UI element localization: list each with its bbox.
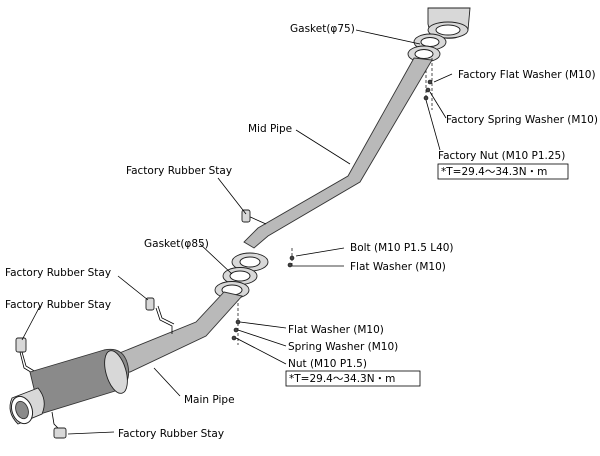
torque-box-lower [285, 370, 421, 387]
label-main-pipe: Main Pipe [184, 394, 235, 406]
middle-flange [231, 252, 269, 272]
flat-washer-upper-icon [427, 79, 433, 85]
upper-flange [427, 7, 471, 39]
bottom-rubber-stay [51, 411, 67, 439]
mid-rubber-stay [241, 209, 267, 225]
muffler [9, 348, 130, 425]
label-factory-spring-washer: Factory Spring Washer (M10) [446, 114, 598, 126]
far-left-rubber-stay [15, 337, 37, 375]
nut-lower-icon [231, 335, 237, 341]
left-rubber-stay-rod [145, 297, 175, 334]
label-spring-washer-lower: Spring Washer (M10) [288, 341, 398, 353]
main-pipe [107, 291, 243, 375]
label-factory-rubber-stay-left1: Factory Rubber Stay [5, 267, 111, 279]
label-flat-washer-upper: Flat Washer (M10) [350, 261, 446, 273]
flat-washer-lower-icon [235, 319, 241, 325]
flat-washer-mid-icon [287, 262, 293, 268]
label-bolt: Bolt (M10 P1.5 L40) [350, 242, 454, 254]
label-nut-lower: Nut (M10 P1.5) [288, 358, 367, 370]
mid-pipe [243, 57, 433, 249]
label-gasket-85: Gasket(φ85) [144, 238, 209, 250]
label-torque-upper: *T=29.4～34.3N・m [441, 166, 547, 178]
torque-box-upper [437, 163, 569, 180]
label-factory-flat-washer: Factory Flat Washer (M10) [458, 69, 596, 81]
spring-washer-lower-icon [233, 327, 239, 333]
leader-lines [21, 29, 453, 435]
label-mid-pipe: Mid Pipe [248, 123, 292, 135]
bolt-icon [289, 255, 295, 261]
label-factory-nut: Factory Nut (M10 P1.25) [438, 150, 565, 162]
label-torque-lower: *T=29.4～34.3N・m [289, 373, 395, 385]
label-flat-washer-lower: Flat Washer (M10) [288, 324, 384, 336]
spring-washer-upper-icon [425, 87, 431, 93]
label-gasket-75: Gasket(φ75) [290, 23, 355, 35]
label-factory-rubber-stay-bottom: Factory Rubber Stay [118, 428, 224, 440]
label-factory-rubber-stay-mid: Factory Rubber Stay [126, 165, 232, 177]
label-factory-rubber-stay-left2: Factory Rubber Stay [5, 299, 111, 311]
nut-upper-icon [423, 95, 429, 101]
